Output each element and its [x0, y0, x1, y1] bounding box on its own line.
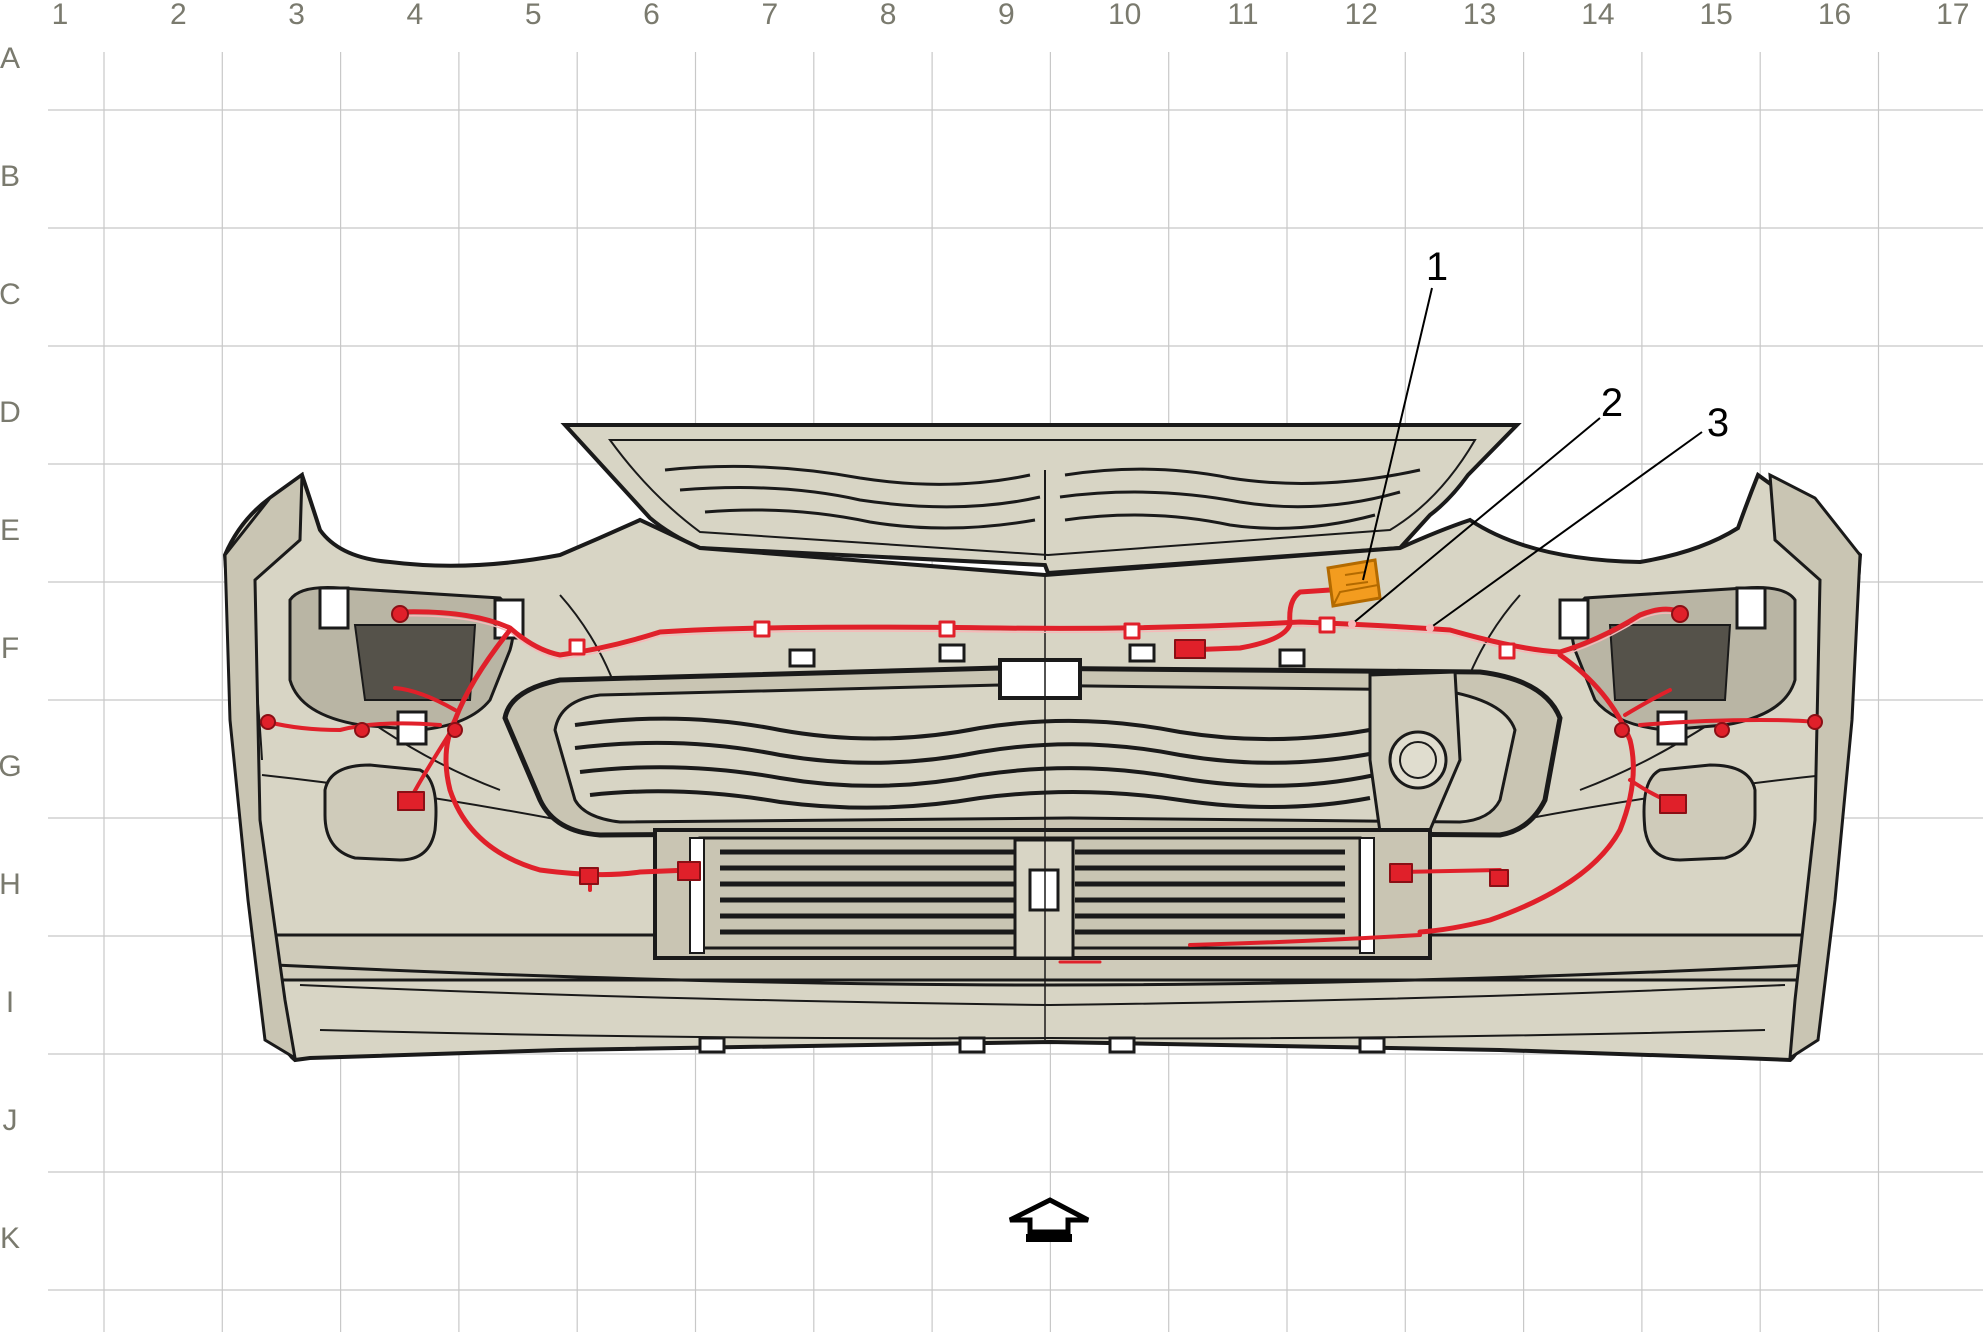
column-label: 15: [1700, 0, 1733, 31]
column-label: 12: [1345, 0, 1378, 31]
column-label: 9: [998, 0, 1015, 31]
right-lower-bezel: [1642, 763, 1757, 862]
left-fog-lamp-housing: [288, 586, 525, 746]
column-label: 5: [525, 0, 542, 31]
row-label: G: [0, 750, 22, 783]
callout-1-label: 1: [1426, 245, 1448, 289]
row-label: E: [0, 514, 20, 547]
callout-3-label: 3: [1707, 401, 1729, 445]
retaining-clips: [698, 643, 1386, 1054]
column-label: 11: [1227, 0, 1258, 31]
column-label: 1: [52, 0, 69, 31]
column-label: 14: [1581, 0, 1614, 31]
row-labels: ABCDEFGHIJKL: [0, 42, 22, 1255]
left-corner-trim: [223, 472, 304, 1061]
callout-1: 1: [1362, 245, 1448, 581]
center-mount-bracket: [998, 658, 1082, 700]
callouts: 1 2 3: [1348, 245, 1729, 632]
column-label: 2: [170, 0, 187, 31]
callout-2-label: 2: [1601, 381, 1623, 425]
control-module: [1326, 558, 1382, 608]
row-label: I: [6, 986, 14, 1019]
callout-3: 3: [1426, 401, 1729, 632]
lower-grille-shutter: [653, 828, 1432, 960]
callout-2: 2: [1348, 381, 1623, 628]
row-label: A: [0, 42, 20, 75]
front-bumper-assembly: [222, 423, 1863, 1063]
row-label: F: [1, 632, 19, 665]
row-label: B: [0, 160, 20, 193]
column-label: 3: [288, 0, 305, 31]
camera-bracket: [1368, 670, 1462, 834]
column-label: 13: [1463, 0, 1496, 31]
column-label: 4: [407, 0, 424, 31]
bumper-wiring-harness: [260, 587, 1823, 964]
left-lower-bezel: [323, 763, 438, 862]
column-label: 17: [1936, 0, 1969, 31]
row-label: K: [0, 1222, 20, 1255]
row-label: C: [0, 278, 21, 311]
column-label: 16: [1818, 0, 1851, 31]
row-label: D: [0, 396, 21, 429]
column-label: 7: [761, 0, 778, 31]
row-label: H: [0, 868, 21, 901]
column-label: 8: [880, 0, 897, 31]
upper-grille-slats: [664, 464, 1421, 530]
right-corner-trim: [1768, 472, 1862, 1061]
column-label: 10: [1108, 0, 1141, 31]
center-grille-slats: [574, 716, 1381, 810]
forward-arrow-icon: [1008, 1197, 1090, 1242]
row-label: J: [3, 1104, 18, 1137]
column-label: 6: [643, 0, 660, 31]
upper-grille-inner: [608, 439, 1477, 557]
